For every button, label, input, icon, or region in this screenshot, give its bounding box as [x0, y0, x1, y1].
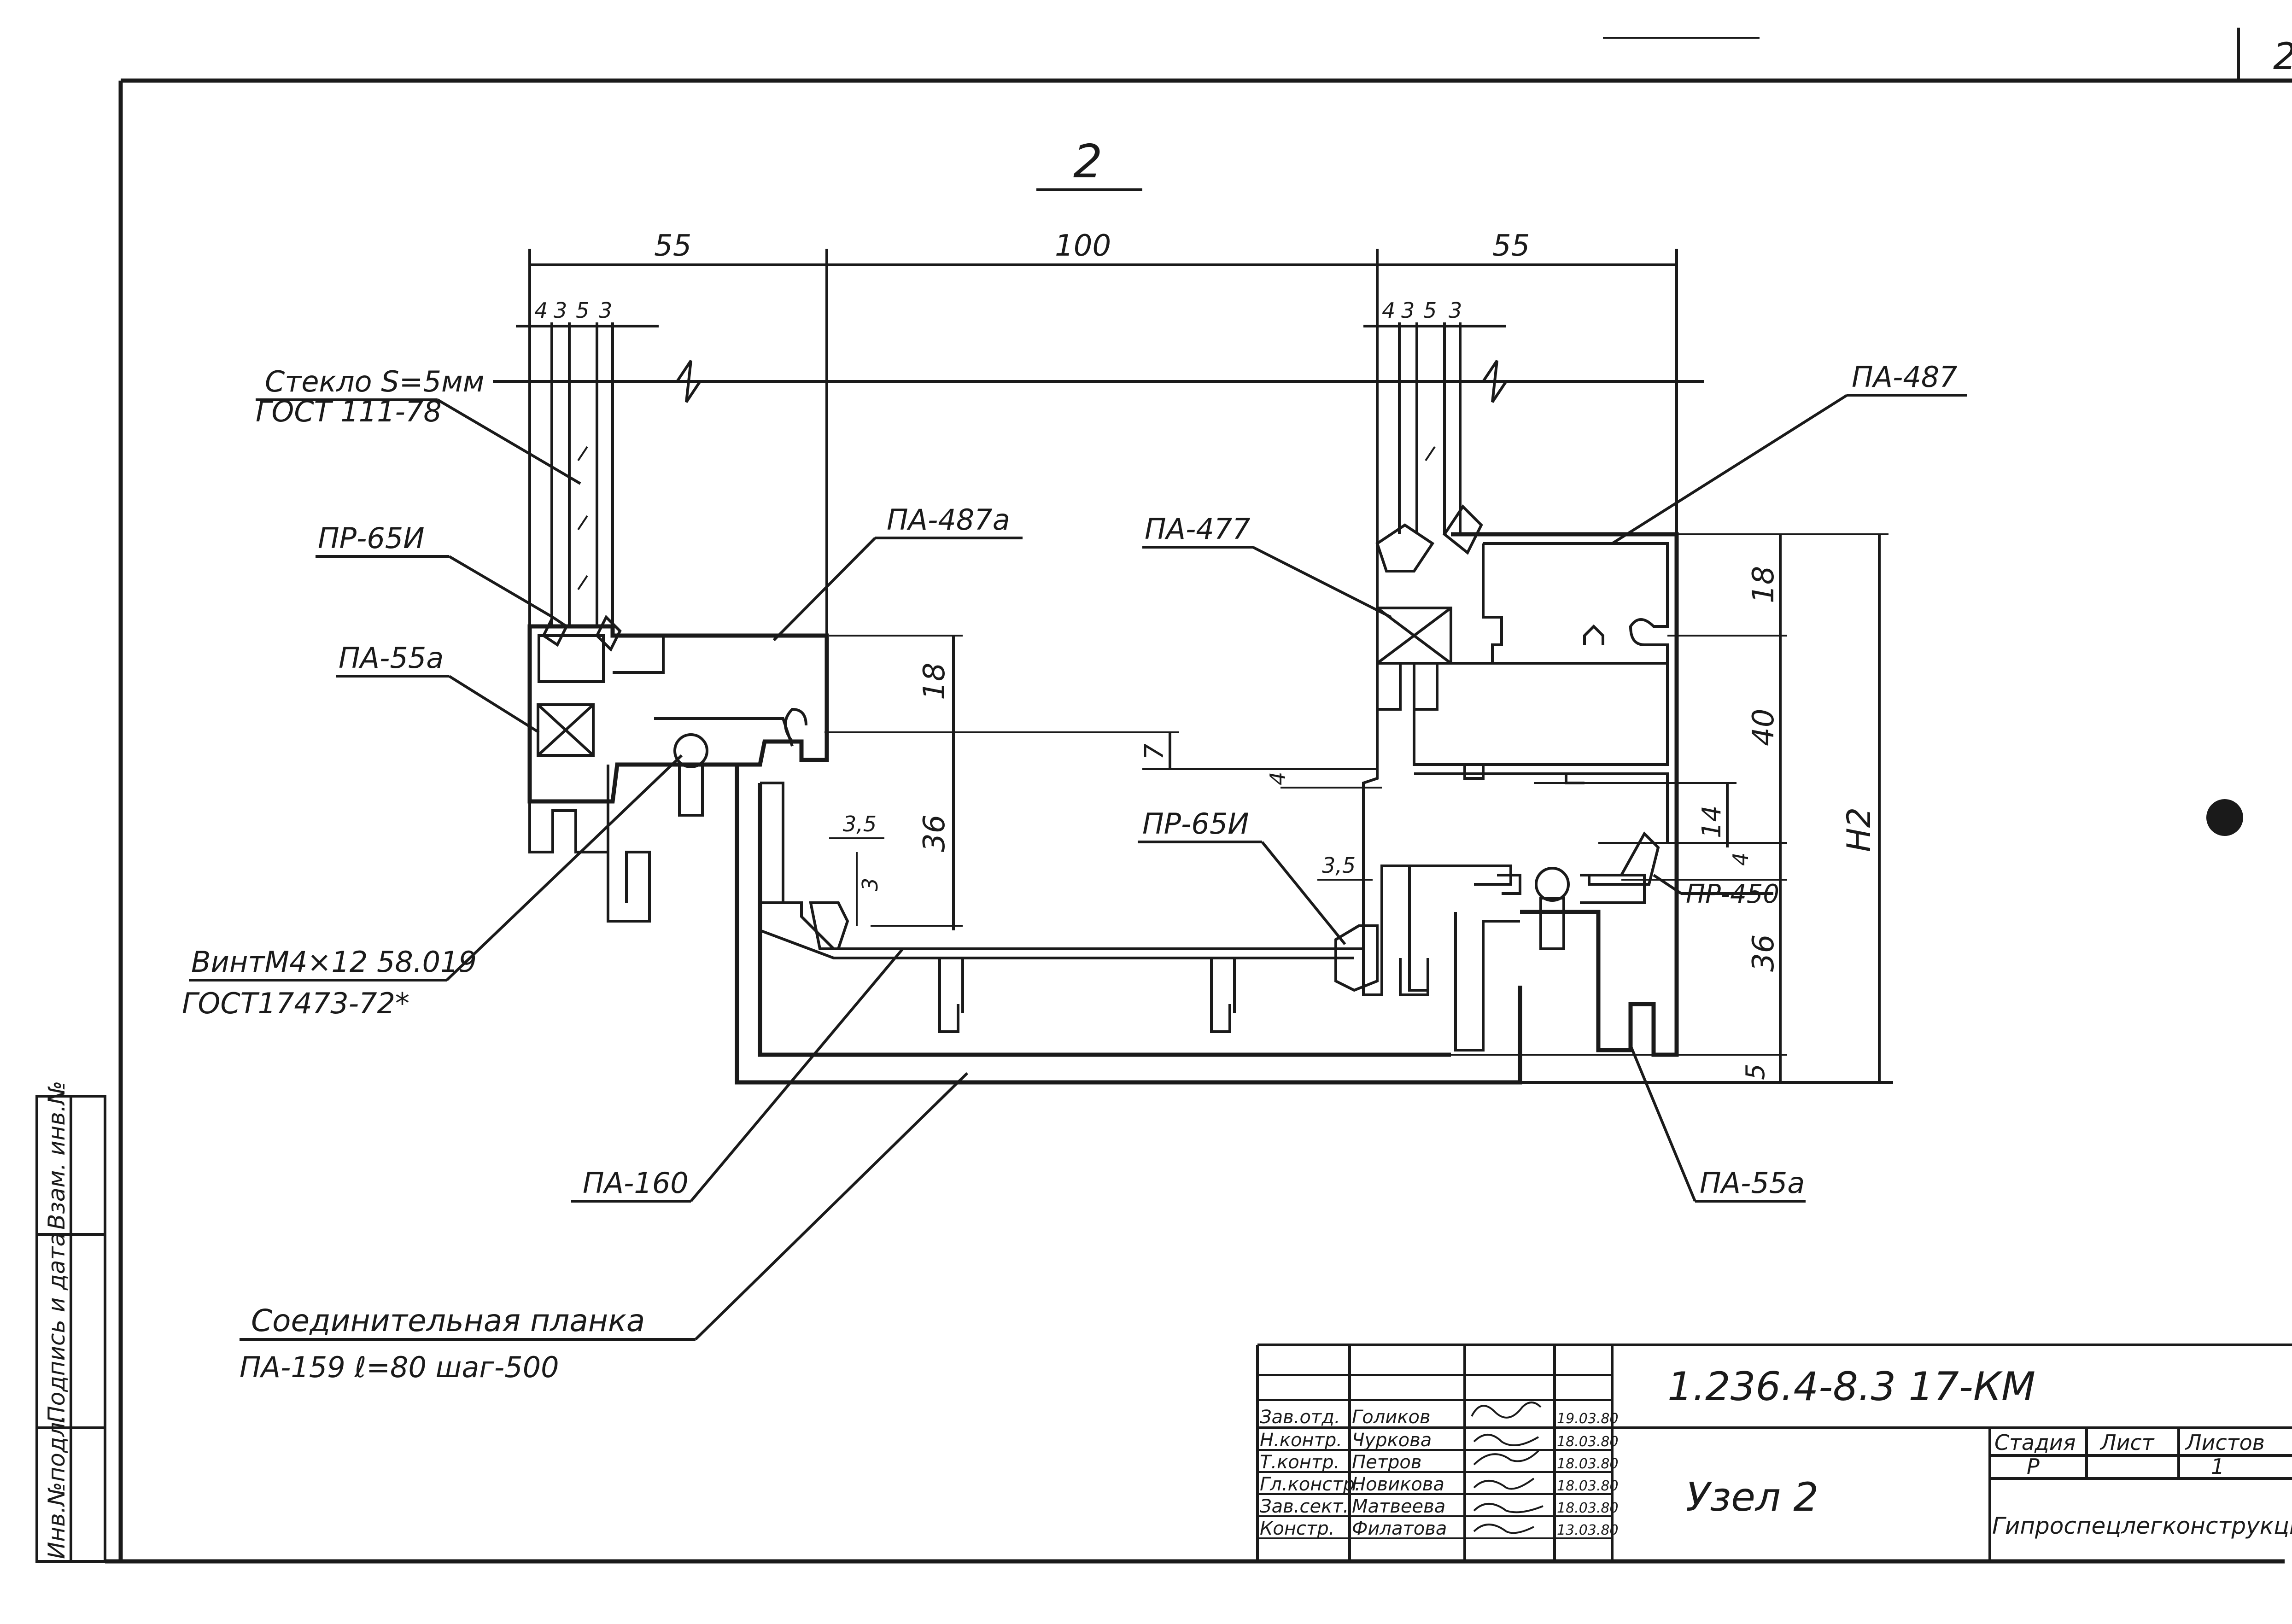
right-mullion-section [1362, 504, 1679, 1057]
leader-lines [189, 394, 1967, 1341]
title-block-sheets: 1 [2211, 1454, 2224, 1479]
signatures [1471, 1402, 1544, 1534]
callout-pa477: ПА-477 [1145, 512, 1251, 546]
dim-3-5-left: 3,5 [843, 812, 877, 836]
dim-right-layer-3: 5 [1423, 298, 1437, 323]
tb-role-4: Гл.констр. [1260, 1474, 1361, 1495]
dim-3-left: 3 [858, 878, 883, 891]
side-stamp: Инв.№подл. Подпись и дата Взам. инв.№ [35, 1081, 106, 1563]
tb-name-6: Филатова [1352, 1518, 1447, 1539]
callout-strip-line2: ПА-159 ℓ=80 шаг-500 [240, 1350, 559, 1384]
tb-name-4: Новикова [1352, 1474, 1444, 1495]
title-block-name: Узел 2 [1686, 1474, 1818, 1520]
callouts: Стекло S=5мм ГОСТ 111-78 ПР-65И ПА-55а П… [182, 360, 1958, 1384]
callout-strip-line1: Соединительная планка [251, 1303, 645, 1338]
tb-date-5: 18.03.80 [1557, 1500, 1619, 1516]
callout-pa55a-right: ПА-55а [1700, 1166, 1805, 1200]
dimension-lines: 55 100 55 4 3 5 3 4 3 5 3 18 36 3,5 3 7 … [516, 229, 1893, 1084]
dim-7: 7 [1140, 743, 1169, 760]
title-block-sheet-header: Лист [2099, 1430, 2155, 1455]
glass-panes [493, 322, 1704, 709]
callout-pr450: ПР-450 [1686, 879, 1779, 909]
dim-4-mid: 4 [1265, 772, 1290, 785]
dim-right-layer-4: 3 [1449, 298, 1462, 323]
callout-screw-line1: ВинтМ4×12 58.019 [191, 945, 477, 979]
title-block-stage: Р [2027, 1454, 2040, 1479]
left-mullion-section [527, 614, 829, 923]
tb-role-3: Т.контр. [1260, 1452, 1339, 1473]
callout-pa487a: ПА-487а [887, 503, 1010, 537]
tb-date-6: 13.03.80 [1557, 1522, 1619, 1538]
callout-pa160: ПА-160 [583, 1166, 689, 1200]
tb-role-1: Зав.отд. [1260, 1407, 1340, 1428]
dim-left-layer-1: 4 [534, 298, 548, 323]
title-block-org: Гипроспецлегконструкция [1992, 1513, 2292, 1539]
dim-left-layer-3: 5 [576, 298, 589, 323]
dim-h2: Н2 [1840, 807, 1878, 852]
sheet-corner-number: 2 [2273, 35, 2292, 78]
tb-date-1: 19.03.80 [1557, 1411, 1619, 1427]
tb-date-4: 18.03.80 [1557, 1478, 1619, 1494]
dim-14: 14 [1697, 806, 1727, 838]
title-block-stage-header: Стадия [1994, 1430, 2076, 1455]
tb-role-5: Зав.сект. [1260, 1496, 1349, 1517]
tb-date-3: 18.03.80 [1557, 1456, 1619, 1472]
tb-name-5: Матвеева [1352, 1496, 1445, 1517]
sheet-frame: 2 [105, 28, 2292, 1564]
dim-5: 5 [1741, 1063, 1771, 1080]
callout-glass-line1: Стекло S=5мм [265, 365, 485, 398]
dim-top-left: 55 [654, 229, 691, 263]
dim-left-layer-2: 3 [554, 298, 567, 323]
tb-name-3: Петров [1352, 1452, 1421, 1473]
side-stamp-inv-no: Инв.№подл. [43, 1415, 70, 1559]
ink-spot [2206, 799, 2243, 836]
dim-right-layer-1: 4 [1382, 298, 1395, 323]
tb-date-2: 18.03.80 [1557, 1434, 1619, 1450]
callout-pr65u-left: ПР-65И [318, 521, 425, 555]
title-block-code: 1.236.4-8.3 17-КМ [1667, 1364, 2035, 1410]
view-label: 2 [1036, 134, 1142, 191]
callout-pa487: ПА-487 [1852, 360, 1958, 394]
title-block-sheets-header: Листов [2185, 1430, 2265, 1455]
tb-name-2: Чуркова [1352, 1430, 1432, 1451]
side-stamp-replaced-inv: Взам. инв.№ [43, 1081, 70, 1230]
dim-18-left: 18 [918, 663, 952, 700]
dim-right-layer-2: 3 [1401, 298, 1415, 323]
dim-top-right: 55 [1492, 229, 1530, 263]
dim-3-5-mid: 3,5 [1322, 853, 1356, 878]
tb-role-6: Констр. [1260, 1518, 1334, 1539]
callout-glass-line2: ГОСТ 111-78 [256, 395, 442, 428]
dim-18-right: 18 [1747, 566, 1781, 603]
dim-top-middle: 100 [1055, 229, 1111, 263]
side-stamp-signature-date: Подпись и дата [43, 1233, 70, 1423]
dim-36-right: 36 [1747, 935, 1781, 972]
view-number: 2 [1073, 134, 1103, 188]
title-block: 1.236.4-8.3 17-КМ Узел 2 Гипроспецлегкон… [1256, 1344, 2292, 1561]
dim-4-right: 4 [1728, 853, 1753, 866]
tb-name-1: Голиков [1352, 1407, 1431, 1428]
callout-pr65u-mid: ПР-65И [1142, 807, 1249, 841]
dim-40: 40 [1747, 709, 1781, 746]
callout-pa55a-left: ПА-55а [339, 641, 444, 675]
dim-36-left: 36 [918, 815, 952, 852]
callout-screw-line2: ГОСТ17473-72* [182, 987, 409, 1020]
tb-role-2: Н.контр. [1260, 1430, 1342, 1451]
dim-left-layer-4: 3 [599, 298, 612, 323]
